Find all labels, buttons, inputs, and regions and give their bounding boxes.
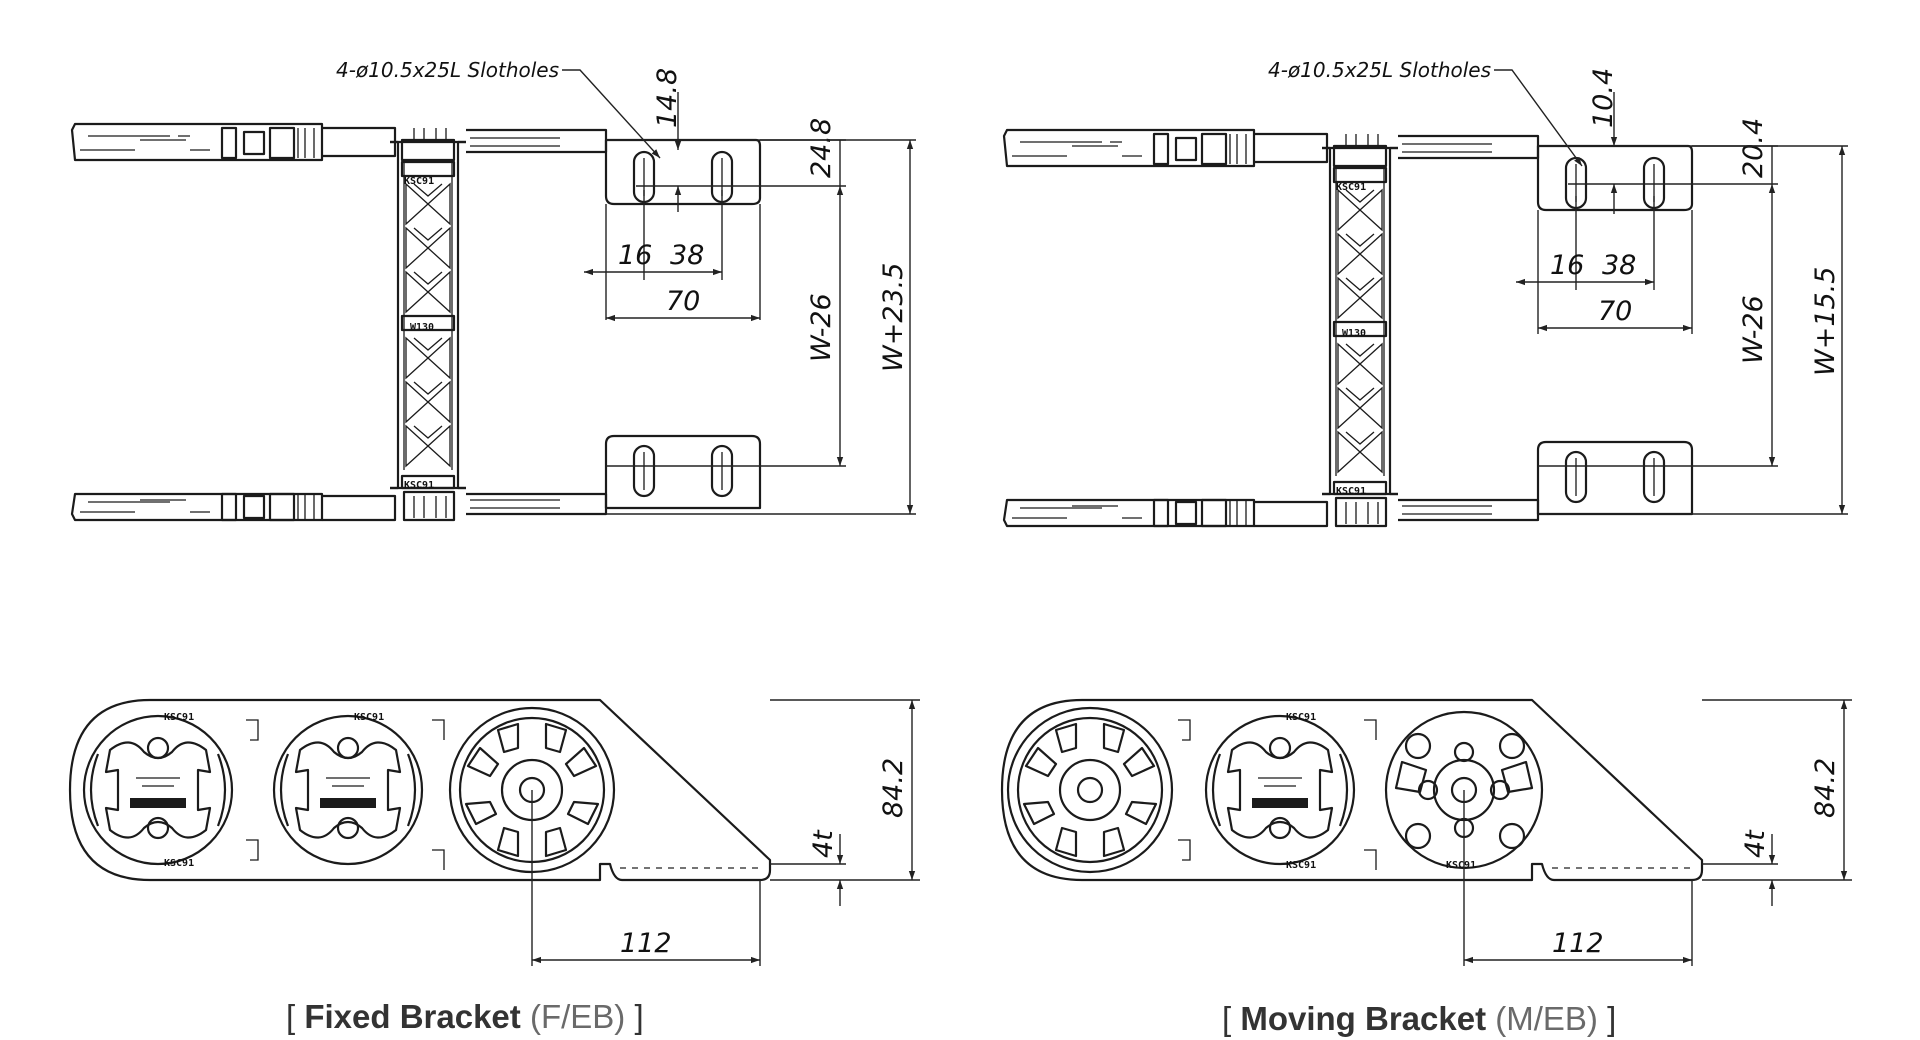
caption-open: [ <box>1222 1000 1241 1037</box>
fixed-side-view: KSC91 KSC91 KSC91 84.2 4t 112 <box>68 698 920 966</box>
fixed-dim-112: 112 <box>620 928 672 959</box>
moving-slot-note: 4-ø10.5x25L Slotholes <box>1268 58 1491 82</box>
moving-side-mark-top: KSC91 <box>1286 712 1316 723</box>
fixed-side-mark-bot: KSC91 <box>164 858 194 869</box>
fixed-side-mark-top: KSC91 <box>164 712 194 723</box>
fixed-side-mark-top2: KSC91 <box>354 712 384 723</box>
moving-dim-4t: 4t <box>1740 829 1771 858</box>
caption-sub: (M/EB) <box>1495 1000 1598 1037</box>
caption-close: ] <box>1597 1000 1617 1037</box>
fixed-dim-w-26: W-26 <box>806 293 837 362</box>
moving-side-mark-bot: KSC91 <box>1286 860 1316 871</box>
fixed-dim-w-plus: W+23.5 <box>878 263 909 372</box>
fixed-mark-3: W130 <box>410 322 434 333</box>
moving-dim-16: 16 <box>1550 250 1584 281</box>
moving-mark-4: KSC91 <box>1336 486 1366 497</box>
caption-close: ] <box>625 998 644 1035</box>
fixed-bracket-caption: [ Fixed Bracket (F/EB) ] <box>286 998 644 1036</box>
fixed-dim-24-8: 24.8 <box>806 118 837 178</box>
moving-dim-70: 70 <box>1598 296 1632 327</box>
moving-dim-38: 38 <box>1602 250 1636 281</box>
fixed-dim-38: 38 <box>670 240 704 271</box>
caption-sub: (F/EB) <box>529 998 626 1035</box>
moving-bracket-caption: [ Moving Bracket (M/EB) ] <box>1222 1000 1616 1038</box>
fixed-dim-70: 70 <box>666 286 700 317</box>
fixed-top-view: 4-ø10.5x25L Slotholes 14.8 24.8 W-26 W+2… <box>70 58 916 522</box>
caption-main: Fixed Bracket <box>304 998 521 1035</box>
moving-dim-20-4: 20.4 <box>1738 118 1769 178</box>
moving-side-mark-bot2: KSC91 <box>1446 860 1476 871</box>
moving-dim-10-4: 10.4 <box>1588 68 1619 128</box>
moving-top-view: 4-ø10.5x25L Slotholes 10.4 20.4 W-26 W+1… <box>1002 58 1848 528</box>
moving-mark-3: W130 <box>1342 328 1366 339</box>
caption-main: Moving Bracket <box>1240 1000 1487 1037</box>
fixed-mark-4: KSC91 <box>404 480 434 491</box>
fixed-dim-16: 16 <box>618 240 652 271</box>
fixed-mark-1: KSC91 <box>404 176 434 187</box>
moving-dim-84-2: 84.2 <box>1810 758 1841 818</box>
moving-dim-112: 112 <box>1552 928 1604 959</box>
fixed-slot-note: 4-ø10.5x25L Slotholes <box>336 58 559 82</box>
fixed-dim-84-2: 84.2 <box>878 758 909 818</box>
fixed-dim-4t: 4t <box>808 829 839 858</box>
fixed-dim-14-8: 14.8 <box>652 68 683 128</box>
moving-dim-w-plus: W+15.5 <box>1810 267 1841 376</box>
moving-side-view: KSC91 KSC91 KSC91 84.2 4t 112 <box>1000 698 1852 966</box>
caption-open: [ <box>286 998 305 1035</box>
moving-mark-1: KSC91 <box>1336 182 1366 193</box>
moving-dim-w-26: W-26 <box>1738 295 1769 364</box>
